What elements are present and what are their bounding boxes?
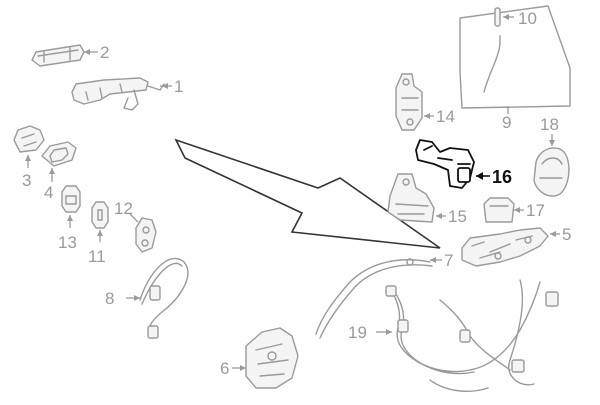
callout-5: 5	[562, 225, 571, 244]
part-17-stopper[interactable]	[483, 197, 524, 223]
callout-12: 12	[114, 199, 133, 218]
callout-18: 18	[540, 115, 559, 134]
part-8-cable[interactable]	[126, 257, 189, 339]
direction-arrow	[174, 138, 441, 249]
callout-7: 7	[444, 251, 453, 270]
callout-1: 1	[174, 77, 183, 96]
part-5-lock-module[interactable]	[461, 227, 560, 267]
callout-11: 11	[88, 247, 106, 266]
part-2-handle-bar[interactable]	[31, 44, 98, 67]
callout-4: 4	[44, 183, 53, 202]
part-16-latch-actuator[interactable]	[415, 139, 490, 189]
callout-8: 8	[105, 289, 114, 308]
part-11-key[interactable]	[91, 201, 109, 242]
callout-15: 15	[448, 207, 467, 226]
part-6-latch[interactable]	[232, 327, 299, 389]
callout-17: 17	[526, 201, 545, 220]
callout-19: 19	[348, 323, 367, 342]
part-1-outer-handle[interactable]	[71, 77, 172, 111]
part-12-bracket[interactable]	[129, 213, 157, 253]
part-13-cylinder-cover[interactable]	[61, 185, 81, 228]
part-15-lower-hinge[interactable]	[387, 173, 446, 223]
callout-16: 16	[492, 167, 512, 187]
callout-3: 3	[22, 171, 31, 190]
callout-13: 13	[58, 233, 77, 252]
callout-9: 9	[502, 113, 511, 132]
callout-2: 2	[100, 43, 109, 62]
callout-10: 10	[518, 9, 537, 28]
part-18-round-cover[interactable]	[533, 134, 570, 197]
part-3-end-cap[interactable]	[13, 125, 45, 168]
part-7-rod[interactable]	[315, 257, 442, 339]
part-9-rod-assembly[interactable]	[459, 5, 571, 114]
callout-14: 14	[436, 107, 455, 126]
part-14-striker-bracket[interactable]	[395, 73, 434, 131]
part-4-gasket[interactable]	[41, 141, 77, 182]
callout-6: 6	[220, 359, 229, 378]
part-19-wiring-harness[interactable]	[376, 279, 559, 392]
